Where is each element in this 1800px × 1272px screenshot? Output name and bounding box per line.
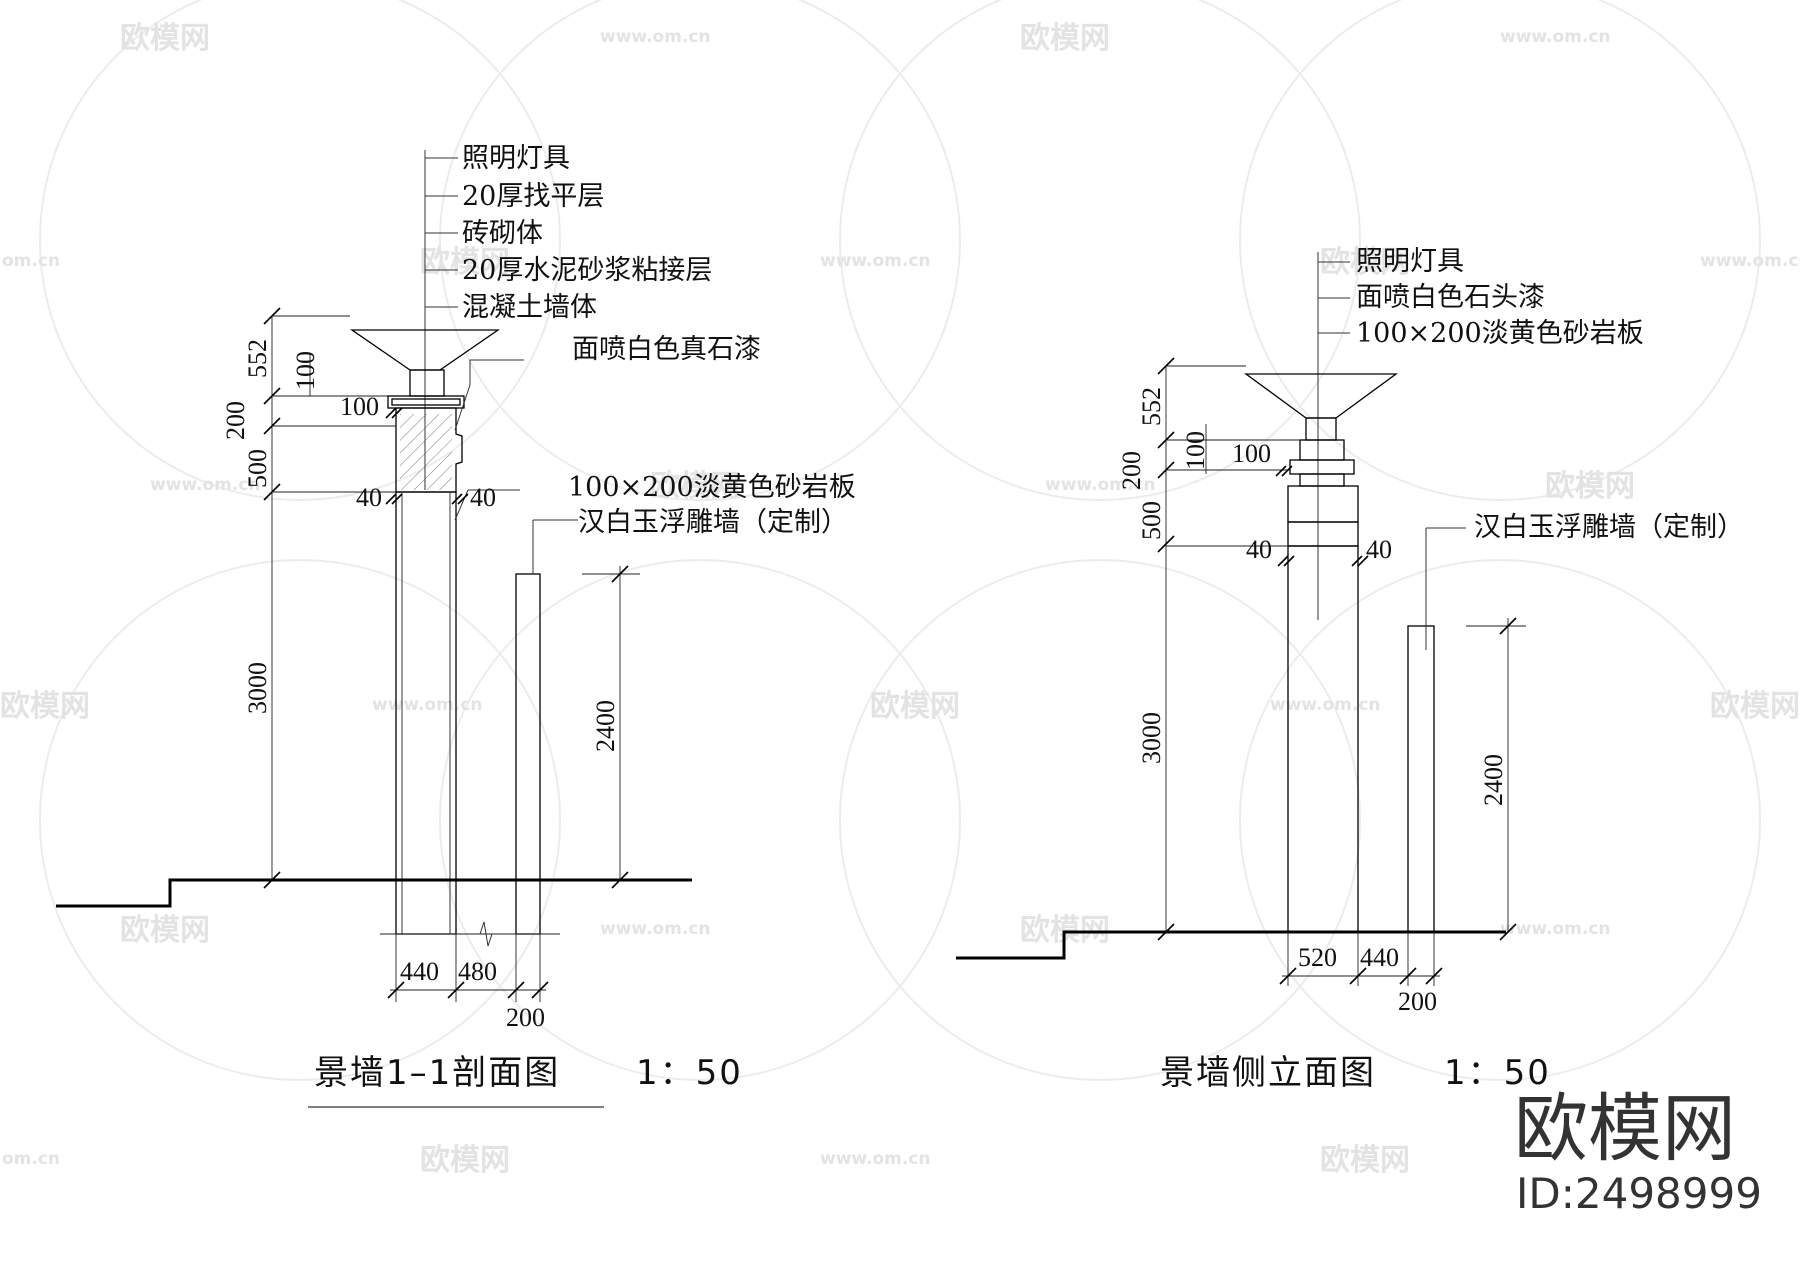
- lamp-shade: [1244, 373, 1398, 419]
- watermark-logo: 欧模网: [0, 689, 90, 724]
- watermark-url: www.om.cn: [600, 27, 711, 47]
- watermark-layer: 欧模网 www.om.cn 欧模网 www.om.cn om.cn 欧模网 ww…: [0, 21, 1800, 1178]
- label-mortar-layer: 20厚水泥砂浆粘接层: [462, 255, 712, 286]
- ground-line: [956, 930, 1506, 960]
- dim-440: 440: [1360, 943, 1399, 972]
- brand-name: 欧模网: [1514, 1086, 1736, 1172]
- dim-520: 520: [1298, 943, 1337, 972]
- elevation-title: 景墙侧立面图: [1160, 1053, 1376, 1093]
- wall-cap-inner: [391, 398, 461, 406]
- watermark-short: om.cn: [2, 251, 60, 271]
- watermark-url: www.om.cn: [820, 251, 931, 271]
- watermark-url: www.om.cn: [372, 695, 483, 715]
- dim-500: 500: [243, 449, 272, 488]
- wall-head: [1287, 485, 1359, 523]
- watermark-logo: 欧模网: [650, 469, 740, 504]
- label-sandstone-panel: 100×200淡黄色砂岩板: [568, 472, 856, 503]
- elevation-scale: 1：50: [1444, 1053, 1551, 1093]
- watermark-logo: 欧模网: [420, 245, 510, 280]
- section-view: 照明灯具 20厚找平层 砖砌体 20厚水泥砂浆粘接层 混凝土墙体 面喷白色真石: [56, 143, 856, 1108]
- watermark-url: www.om.cn: [1700, 251, 1800, 271]
- brand-id: ID:2498999: [1516, 1169, 1762, 1218]
- watermark-logo: 欧模网: [1020, 21, 1110, 56]
- watermark-url: www.om.cn: [1045, 475, 1156, 495]
- dim-40-right: 40: [470, 483, 496, 512]
- dim-3000: 3000: [1137, 712, 1166, 764]
- watermark-arcs: [39, 0, 1761, 1081]
- dim-200: 200: [1117, 451, 1146, 490]
- label-white-stone-paint: 面喷白色真石漆: [572, 334, 761, 365]
- elevation-label-list: 照明灯具 面喷白色石头漆 100×200淡黄色砂岩板: [1356, 246, 1644, 349]
- label-relief-wall: 汉白玉浮雕墙（定制）: [1474, 512, 1744, 543]
- watermark-logo: 欧模网: [1320, 1143, 1410, 1178]
- label-brick-masonry: 砖砌体: [462, 218, 543, 249]
- dim-100-horizontal: 100: [1232, 439, 1271, 468]
- watermark-url: www.om.cn: [150, 475, 261, 495]
- brand-logo: 欧模网 ID:2498999: [1514, 1086, 1762, 1218]
- dim-200-bottom: 200: [506, 1003, 545, 1032]
- wall-head-lower: [1287, 521, 1359, 547]
- label-sandstone-panel: 100×200淡黄色砂岩板: [1356, 318, 1644, 349]
- dim-40-left: 40: [356, 483, 382, 512]
- wall-neck: [1299, 473, 1345, 487]
- dim-100-horizontal: 100: [340, 392, 379, 421]
- dim-100-vertical: 100: [291, 351, 320, 390]
- wall-head-hatch: [400, 414, 452, 490]
- section-label-list: 照明灯具 20厚找平层 砖砌体 20厚水泥砂浆粘接层 混凝土墙体: [462, 143, 712, 323]
- section-scale: 1：50: [636, 1053, 743, 1093]
- dim-200-bottom: 200: [1398, 987, 1437, 1016]
- relief-wall: [1407, 625, 1435, 933]
- dim-552: 552: [243, 339, 272, 378]
- dim-2400: 2400: [1479, 754, 1508, 806]
- label-lighting: 照明灯具: [1356, 246, 1464, 277]
- watermark-logo: 欧模网: [1545, 469, 1635, 504]
- ground-line: [56, 878, 692, 908]
- label-concrete-wall: 混凝土墙体: [462, 292, 597, 323]
- watermark-short: om.cn: [2, 1149, 60, 1169]
- section-title: 景墙1–1剖面图: [314, 1053, 560, 1093]
- wall-cap: [387, 395, 465, 409]
- watermark-logo: 欧模网: [420, 1143, 510, 1178]
- watermark-url: www.om.cn: [1270, 695, 1381, 715]
- watermark-logo: 欧模网: [120, 21, 210, 56]
- watermark-logo: 欧模网: [1710, 689, 1800, 724]
- label-lighting: 照明灯具: [462, 143, 570, 174]
- label-relief-wall: 汉白玉浮雕墙（定制）: [578, 507, 848, 538]
- dim-200: 200: [221, 401, 250, 440]
- watermark-url: www.om.cn: [1500, 27, 1611, 47]
- wall-cap: [1289, 459, 1355, 475]
- elevation-view: 照明灯具 面喷白色石头漆 100×200淡黄色砂岩板 汉白玉浮雕墙（定制）: [956, 246, 1744, 1093]
- dim-440: 440: [400, 957, 439, 986]
- watermark-logo: 欧模网: [120, 913, 210, 948]
- watermark-logo: 欧模网: [870, 689, 960, 724]
- dim-552: 552: [1137, 387, 1166, 426]
- watermark-url: www.om.cn: [600, 919, 711, 939]
- dim-480: 480: [458, 957, 497, 986]
- dim-500: 500: [1137, 501, 1166, 540]
- dim-3000: 3000: [243, 662, 272, 714]
- watermark-url: www.om.cn: [1500, 919, 1611, 939]
- dim-2400: 2400: [591, 700, 620, 752]
- label-white-stone-paint: 面喷白色石头漆: [1356, 282, 1545, 313]
- dim-40-right: 40: [1366, 535, 1392, 564]
- dim-40-left: 40: [1246, 535, 1272, 564]
- watermark-url: www.om.cn: [820, 1149, 931, 1169]
- lamp-base: [409, 369, 445, 397]
- label-leveling-layer: 20厚找平层: [462, 181, 604, 212]
- dim-100-vertical: 100: [1181, 431, 1210, 470]
- leader-paint: [469, 359, 524, 385]
